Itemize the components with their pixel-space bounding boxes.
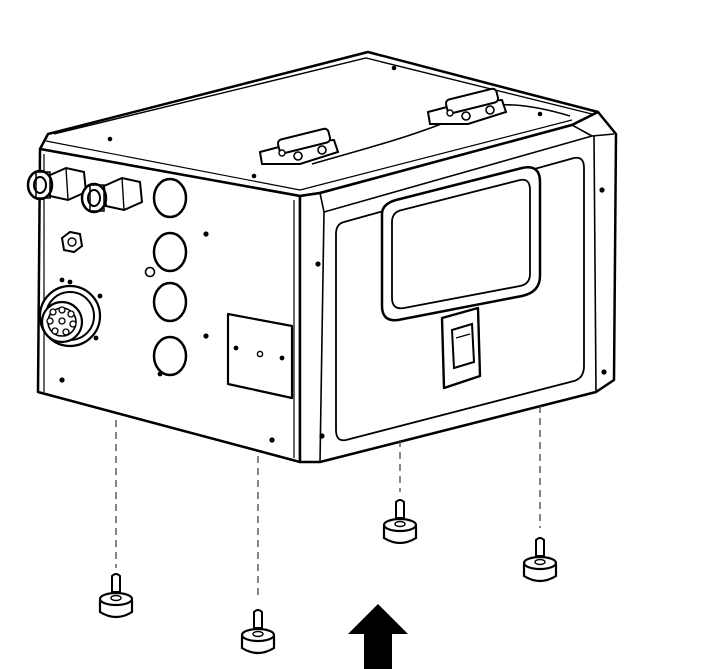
door-latch (440, 306, 482, 390)
guide-lines (115, 406, 541, 600)
blanking-plugs (144, 177, 188, 377)
display-window (380, 166, 542, 322)
ground-stud (60, 230, 84, 254)
rubber-foot-4 (522, 537, 558, 583)
round-connector (38, 279, 103, 348)
rubber-foot-2 (240, 609, 276, 655)
up-arrow-icon (348, 604, 408, 669)
cable-gland-1 (26, 166, 88, 202)
rubber-foot-3 (382, 499, 418, 545)
hinge-right (426, 87, 508, 125)
rubber-foot-1 (98, 573, 134, 619)
hinge-left (258, 127, 340, 165)
cable-gland-2 (80, 176, 144, 214)
cover-plate (226, 312, 294, 400)
